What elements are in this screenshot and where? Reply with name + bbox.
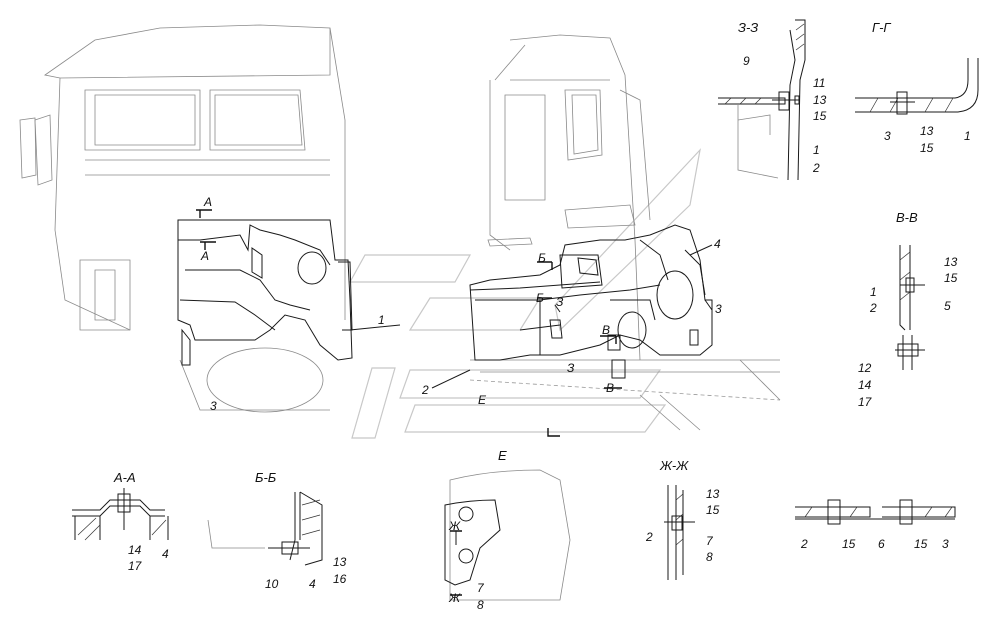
section-title-aa: А-А xyxy=(113,470,136,485)
section-title-gg: Г-Г xyxy=(872,20,891,35)
label-main-3-right: 3 xyxy=(715,302,722,316)
section-jj-drawing xyxy=(664,485,695,580)
label-jj-15: 15 xyxy=(706,503,720,517)
label-main-2: 2 xyxy=(421,383,429,397)
label-aa-14: 14 xyxy=(128,543,142,557)
right-cab-view xyxy=(431,34,781,437)
label-br-15a: 15 xyxy=(842,537,856,551)
label-main-B1: Б xyxy=(538,251,546,265)
label-aa-4: 4 xyxy=(162,547,169,561)
view-e-drawing xyxy=(444,469,571,601)
label-br-15b: 15 xyxy=(914,537,928,551)
label-br-6: 6 xyxy=(878,537,885,551)
bottom-right-section-drawing xyxy=(795,499,956,525)
label-vv-15: 15 xyxy=(944,271,958,285)
label-e-Zh-top: Ж xyxy=(448,519,461,533)
label-zz-11: 11 xyxy=(813,76,825,90)
section-gg-drawing xyxy=(855,58,979,115)
section-title-bb: Б-Б xyxy=(255,470,277,485)
label-vv-13: 13 xyxy=(944,255,958,269)
label-jj-2: 2 xyxy=(645,530,653,544)
label-zz-15: 15 xyxy=(813,109,827,123)
label-vv-5: 5 xyxy=(944,299,951,313)
label-zz-9: 9 xyxy=(743,54,750,68)
label-main-4: 4 xyxy=(714,237,721,251)
label-vv-1: 1 xyxy=(870,285,877,299)
label-bb-10: 10 xyxy=(265,577,279,591)
label-bb-13: 13 xyxy=(333,555,347,569)
label-gg-15: 15 xyxy=(920,141,934,155)
label-bb-16: 16 xyxy=(333,572,347,586)
label-main-A-top: А xyxy=(203,195,212,209)
section-title-vv: В-В xyxy=(896,210,918,225)
label-main-3-left: 3 xyxy=(210,399,217,413)
left-cab-view xyxy=(19,24,401,413)
label-main-B2: Б xyxy=(536,291,544,305)
label-vv-12: 12 xyxy=(858,361,872,375)
label-vv-2: 2 xyxy=(869,301,877,315)
label-jj-7: 7 xyxy=(706,534,714,548)
section-title-zz: З-З xyxy=(738,20,758,35)
label-vv-14: 14 xyxy=(858,378,872,392)
label-e-7: 7 xyxy=(477,581,485,595)
label-jj-8: 8 xyxy=(706,550,713,564)
label-bb-4: 4 xyxy=(309,577,316,591)
label-main-V1: В xyxy=(602,323,610,337)
view-title-e: Е xyxy=(498,448,507,463)
label-br-3: 3 xyxy=(942,537,949,551)
label-zz-2: 2 xyxy=(812,161,820,175)
label-gg-3: 3 xyxy=(884,129,891,143)
section-title-jj: Ж-Ж xyxy=(659,458,689,473)
label-br-2: 2 xyxy=(800,537,808,551)
label-main-1: 1 xyxy=(378,313,385,327)
label-gg-1: 1 xyxy=(964,129,971,143)
label-gg-13: 13 xyxy=(920,124,934,138)
section-aa-drawing xyxy=(72,488,169,541)
label-aa-17: 17 xyxy=(128,559,143,573)
label-jj-13: 13 xyxy=(706,487,720,501)
label-main-Z1: З xyxy=(556,295,564,309)
section-vv-drawing xyxy=(895,245,925,370)
label-main-E: Е xyxy=(478,393,487,407)
label-main-V2: В xyxy=(606,381,614,395)
label-main-A-bottom: А xyxy=(200,249,209,263)
watermark-logo xyxy=(348,148,701,439)
label-main-Z2: З xyxy=(567,361,575,375)
label-zz-13: 13 xyxy=(813,93,827,107)
section-zz-drawing xyxy=(718,19,806,181)
label-e-8: 8 xyxy=(477,598,484,612)
label-e-Zh-bottom: Ж xyxy=(448,591,461,605)
label-zz-1: 1 xyxy=(813,143,820,157)
label-vv-17: 17 xyxy=(858,395,873,409)
section-bb-drawing xyxy=(207,491,323,566)
